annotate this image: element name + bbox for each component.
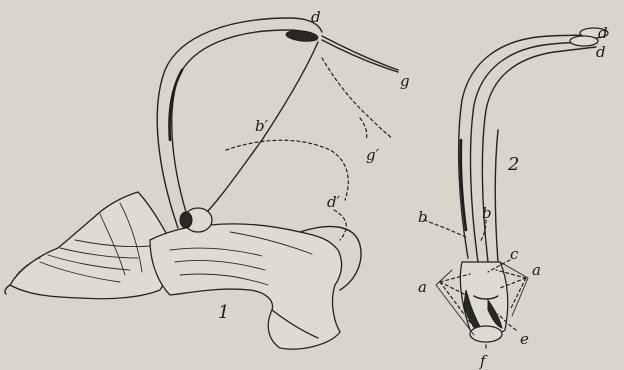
stamen-base-dark (180, 212, 192, 228)
corolla (150, 224, 361, 349)
label-b-right: b (482, 204, 492, 222)
calyx (5, 192, 170, 299)
column-base (470, 326, 502, 342)
stamen-column (459, 28, 608, 342)
label-b-left: b (418, 208, 428, 226)
figure-1-number: 1 (218, 302, 229, 323)
label-c: c (510, 245, 519, 263)
label-d-upper: d (598, 24, 608, 42)
label-e: e (520, 330, 529, 348)
figure-2-number: 2 (507, 154, 519, 175)
label-g-prime: g′ (366, 146, 380, 164)
label-g: g (400, 72, 410, 90)
label-a-right: a (532, 261, 541, 279)
label-f: f (479, 352, 488, 370)
label-d: d (311, 8, 321, 26)
stamen-arc (157, 18, 398, 232)
label-d-prime: d′ (327, 193, 341, 211)
label-d-lower: d (596, 43, 606, 61)
anther-lower (570, 36, 598, 46)
figure-2: d d 2 b b c a a e f (418, 24, 608, 370)
label-b-prime: b′ (255, 117, 269, 135)
figure-1: d g b′ g′ d′ 1 (5, 8, 410, 349)
label-a-left: a (418, 278, 427, 296)
anther-d (286, 29, 319, 42)
